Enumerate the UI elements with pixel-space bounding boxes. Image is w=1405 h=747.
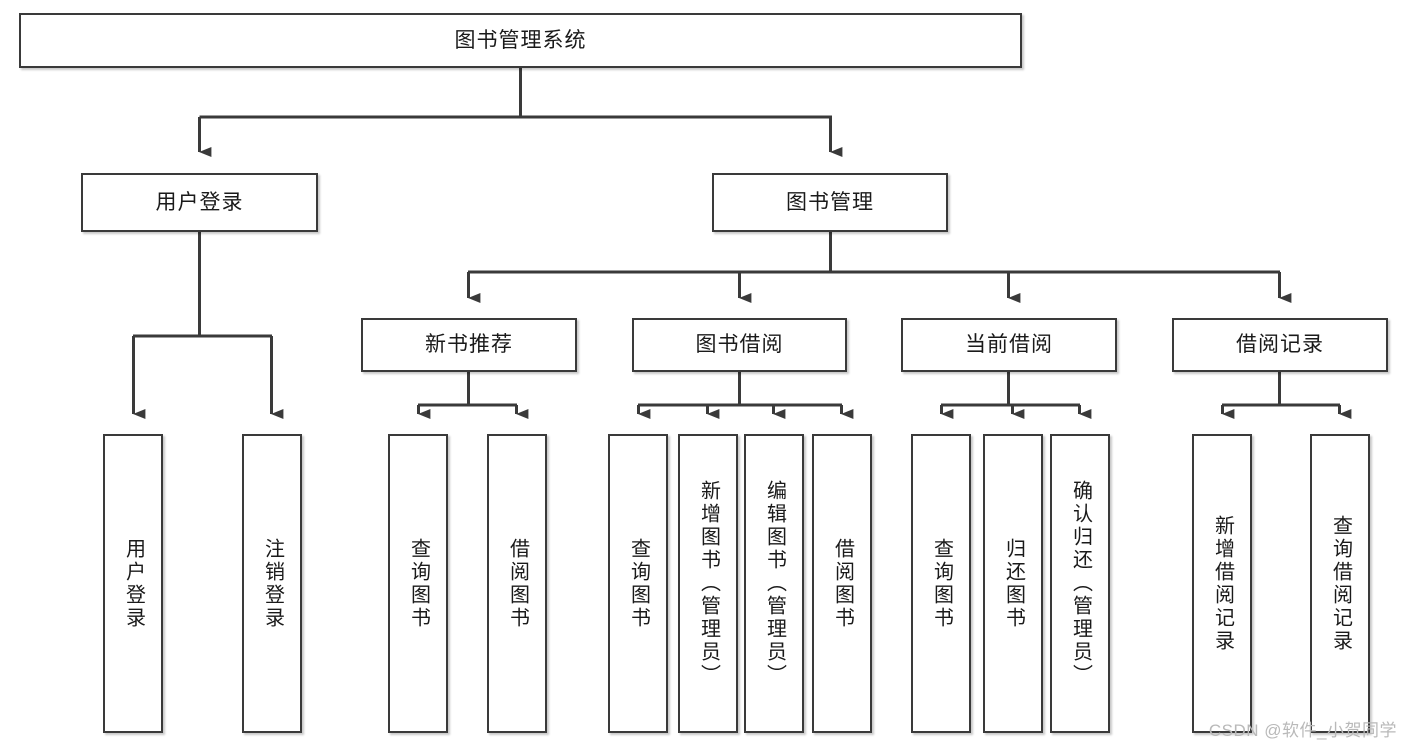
leaf-borrow-book-1[interactable]: 借阅图书 bbox=[487, 434, 547, 733]
node-user-login-label: 用户登录 bbox=[155, 190, 244, 214]
node-root[interactable]: 图书管理系统 bbox=[19, 13, 1022, 68]
node-book-borrow-label: 图书借阅 bbox=[695, 333, 784, 357]
node-new-book-recommend[interactable]: 新书推荐 bbox=[361, 318, 577, 372]
leaf-query-book-1[interactable]: 查询图书 bbox=[388, 434, 448, 733]
leaf-user-login-label: 用户登录 bbox=[122, 537, 145, 630]
node-borrow-record-label: 借阅记录 bbox=[1236, 333, 1324, 357]
leaf-edit-book[interactable]: 编辑图书（管理员） bbox=[744, 434, 804, 733]
node-borrow-record[interactable]: 借阅记录 bbox=[1172, 318, 1388, 372]
leaf-edit-book-label: 编辑图书（管理员） bbox=[763, 480, 786, 687]
leaf-query-book-1-label: 查询图书 bbox=[407, 537, 430, 630]
leaf-query-book-2-label: 查询图书 bbox=[627, 537, 650, 630]
leaf-query-record-label: 查询借阅记录 bbox=[1329, 514, 1352, 653]
leaf-user-login[interactable]: 用户登录 bbox=[103, 434, 163, 733]
node-new-book-recommend-label: 新书推荐 bbox=[425, 333, 513, 357]
node-current-borrow-label: 当前借阅 bbox=[965, 333, 1053, 357]
leaf-user-logout[interactable]: 注销登录 bbox=[242, 434, 302, 733]
node-current-borrow[interactable]: 当前借阅 bbox=[901, 318, 1117, 372]
leaf-borrow-book-2-label: 借阅图书 bbox=[831, 537, 854, 630]
leaf-add-record-label: 新增借阅记录 bbox=[1211, 514, 1234, 653]
node-book-manage-label: 图书管理 bbox=[786, 190, 874, 214]
leaf-add-book[interactable]: 新增图书（管理员） bbox=[678, 434, 738, 733]
node-book-borrow[interactable]: 图书借阅 bbox=[632, 318, 847, 372]
leaf-add-record[interactable]: 新增借阅记录 bbox=[1192, 434, 1252, 733]
leaf-return-book[interactable]: 归还图书 bbox=[983, 434, 1043, 733]
node-user-login[interactable]: 用户登录 bbox=[81, 173, 318, 232]
node-root-label: 图书管理系统 bbox=[454, 28, 587, 52]
node-book-manage[interactable]: 图书管理 bbox=[712, 173, 948, 232]
leaf-query-book-3-label: 查询图书 bbox=[930, 537, 953, 630]
leaf-borrow-book-1-label: 借阅图书 bbox=[506, 537, 529, 630]
leaf-query-book-2[interactable]: 查询图书 bbox=[608, 434, 668, 733]
leaf-return-book-label: 归还图书 bbox=[1002, 537, 1025, 630]
csdn-watermark: CSDN @软件_小贺同学 bbox=[1208, 721, 1397, 740]
leaf-user-logout-label: 注销登录 bbox=[261, 537, 284, 630]
leaf-query-record[interactable]: 查询借阅记录 bbox=[1310, 434, 1370, 733]
leaf-query-book-3[interactable]: 查询图书 bbox=[911, 434, 971, 733]
leaf-borrow-book-2[interactable]: 借阅图书 bbox=[812, 434, 872, 733]
leaf-add-book-label: 新增图书（管理员） bbox=[697, 480, 720, 687]
leaf-confirm-return-label: 确认归还（管理员） bbox=[1069, 480, 1092, 687]
leaf-confirm-return[interactable]: 确认归还（管理员） bbox=[1050, 434, 1110, 733]
